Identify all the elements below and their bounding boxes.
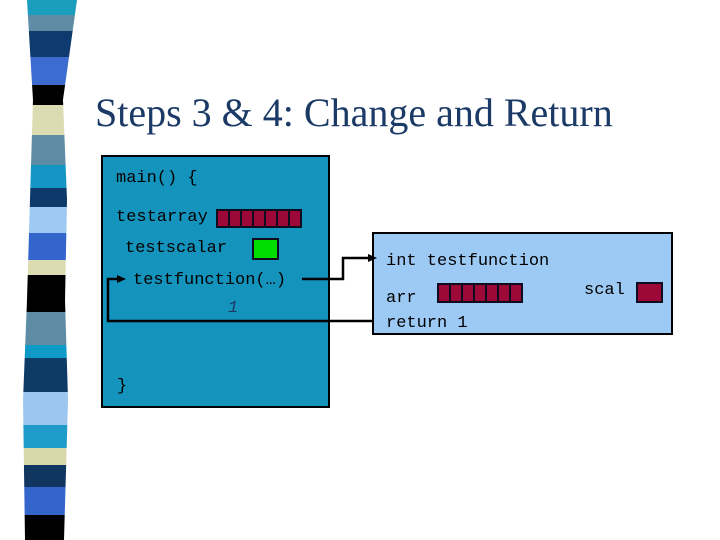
array-cell	[264, 211, 276, 226]
ribbon-segment	[23, 448, 78, 465]
array-cell	[497, 285, 509, 301]
testscalar-memory-square	[252, 238, 279, 260]
testarray-memory-bar	[216, 209, 302, 228]
arr-label: arr	[386, 289, 417, 308]
array-cell	[218, 211, 228, 226]
main-function-box: main() { testarray testscalar testfuncti…	[101, 155, 330, 408]
array-cell	[288, 211, 300, 226]
arr-memory-bar	[437, 283, 523, 303]
array-cell	[449, 285, 461, 301]
ribbon-segment	[23, 57, 78, 85]
scal-label: scal	[584, 281, 625, 300]
main-footer-text: }	[117, 377, 128, 396]
array-cell	[439, 285, 449, 301]
ribbon-segment	[23, 260, 78, 275]
main-header-text: main() {	[116, 169, 198, 188]
ribbon-segment	[23, 0, 78, 15]
testfunction-header-text: int testfunction	[386, 252, 550, 271]
decorative-ribbon	[23, 0, 78, 540]
scal-memory-square	[636, 282, 663, 303]
ribbon-segment	[23, 207, 78, 233]
array-cell	[240, 211, 252, 226]
array-cell	[509, 285, 521, 301]
array-cell	[252, 211, 264, 226]
testarray-label: testarray	[116, 208, 208, 227]
ribbon-segment	[23, 392, 78, 425]
ribbon-segment	[23, 358, 78, 392]
ribbon-segment	[23, 425, 78, 448]
ribbon-segment	[23, 312, 78, 345]
ribbon-segment	[23, 515, 78, 540]
testscalar-label: testscalar	[125, 239, 228, 258]
slide-title: Steps 3 & 4: Change and Return	[95, 89, 613, 135]
array-cell	[228, 211, 240, 226]
ribbon-segment	[23, 233, 78, 260]
ribbon-segment	[23, 165, 78, 188]
ribbon-segment	[23, 487, 78, 515]
array-cell	[473, 285, 485, 301]
return-statement-text: return 1	[386, 314, 468, 333]
ribbon-segment	[23, 345, 78, 358]
ribbon-segment	[23, 135, 78, 165]
ribbon-segment	[23, 275, 78, 312]
ribbon-segment	[23, 188, 78, 207]
return-value-label: 1	[228, 299, 239, 318]
testfunction-box: int testfunction arr scal return 1	[372, 232, 673, 335]
testfunction-call-label: testfunction(…)	[133, 271, 287, 290]
array-cell	[485, 285, 497, 301]
ribbon-segment	[23, 465, 78, 487]
array-cell	[461, 285, 473, 301]
ribbon-segment	[23, 31, 78, 57]
ribbon-segment	[23, 15, 78, 31]
array-cell	[276, 211, 288, 226]
ribbon-segment	[23, 105, 78, 135]
ribbon-segment	[23, 85, 78, 105]
